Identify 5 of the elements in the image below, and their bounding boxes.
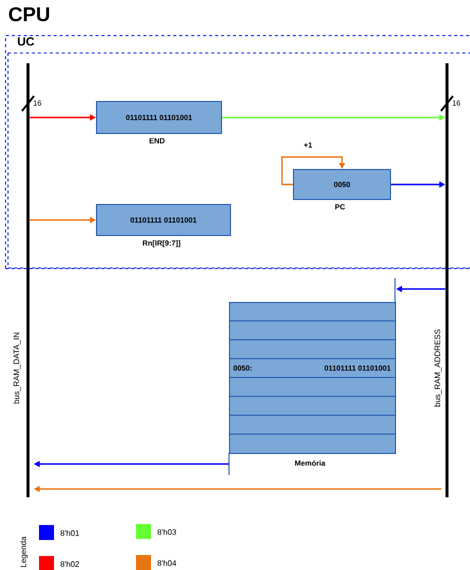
title: CPU (9, 7, 50, 22)
bus-line (26, 63, 30, 498)
arrow (281, 156, 346, 186)
memory-drawing (228, 278, 396, 476)
bus-line (446, 63, 448, 498)
